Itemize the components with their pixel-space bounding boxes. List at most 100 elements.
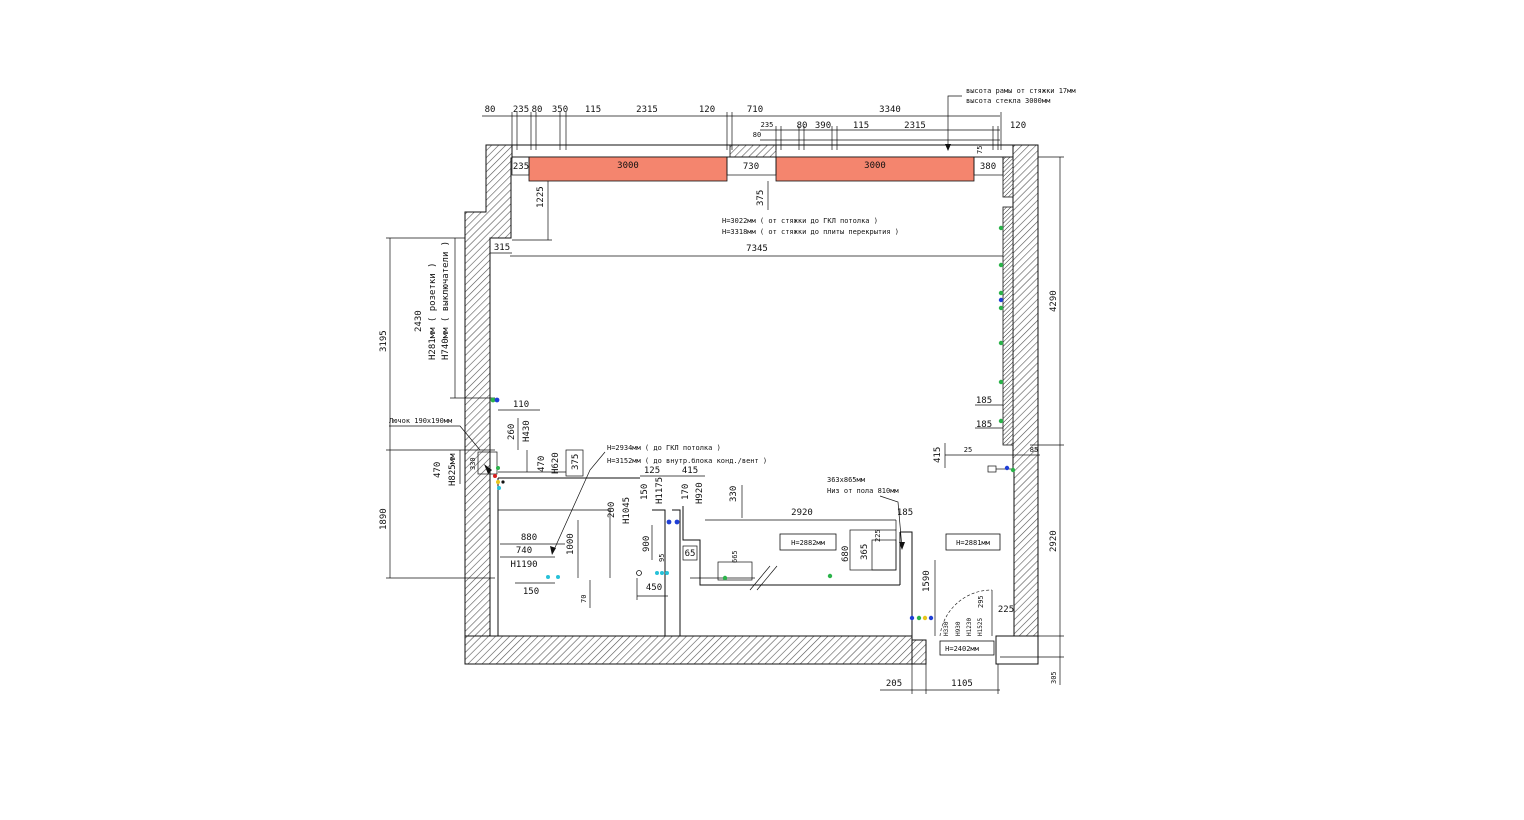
socket-dot <box>998 379 1004 385</box>
switch-dot <box>674 519 680 525</box>
dim-top-350: 350 <box>552 105 568 115</box>
window-right-label: 3000 <box>864 161 886 171</box>
dim-top2-115: 115 <box>853 121 869 131</box>
dim-365: 365 <box>860 544 870 560</box>
socket-dot <box>1010 467 1016 473</box>
dim-1590: 1590 <box>922 570 932 592</box>
dim-1000: 1000 <box>566 533 576 555</box>
interior-dimensions: 1225 375 H=3022мм ( от стяжки до ГКЛ пот… <box>379 156 1064 694</box>
dim-top3-730: 730 <box>743 162 759 172</box>
dim-top2-120: 120 <box>1010 121 1026 131</box>
top-dimensions: 80 235 80 350 115 2315 120 710 3340 235 … <box>482 87 1076 172</box>
dim-665: 665 <box>731 550 739 563</box>
dim-top-3340: 3340 <box>879 105 901 115</box>
socket-dot <box>916 615 922 621</box>
hatch-note: Лючок 190х190мм <box>389 417 453 425</box>
ceiling-note-2: H=3318мм ( от стяжки до плиты перекрытия… <box>722 228 899 236</box>
dim-top2-235: 235 <box>761 121 774 129</box>
dim-185c: 185 <box>897 508 913 518</box>
dim-top2-80a: 80 <box>753 131 761 139</box>
dim-295: 295 <box>977 595 985 608</box>
dim-H825: H825мм <box>448 453 458 486</box>
dim-225a: 225 <box>874 529 882 542</box>
dim-85: 85 <box>1030 446 1038 454</box>
height-box-2 <box>945 533 1001 551</box>
switch-dot <box>1004 465 1010 471</box>
dim-top-2315: 2315 <box>636 105 658 115</box>
electrical-points <box>484 225 1016 621</box>
pipe-point <box>546 575 550 579</box>
dim-1890: 1890 <box>379 508 389 530</box>
switch-dot <box>494 397 500 403</box>
dim-H330: H330 <box>943 621 950 636</box>
dim-450: 450 <box>646 583 662 593</box>
height-box-1-label: H=2882мм <box>791 539 826 547</box>
dim-top-80b: 80 <box>532 105 543 115</box>
yellow-point <box>922 615 928 621</box>
dim-95: 95 <box>658 554 666 562</box>
dim-H920: H920 <box>695 482 705 504</box>
ac-note-2: H=3152мм ( до внутр.блока конд./вент ) <box>607 457 767 465</box>
right-wall <box>1012 144 1039 637</box>
dim-H1525: H1525 <box>977 618 984 636</box>
dim-110: 110 <box>513 400 529 410</box>
dim-680: 680 <box>841 546 851 562</box>
dim-7345: 7345 <box>746 244 768 254</box>
red-point <box>493 474 497 478</box>
window-left-label: 3000 <box>617 161 639 171</box>
dim-260: 260 <box>507 424 517 440</box>
dim-H1230: H1230 <box>966 618 973 636</box>
left-wall-note-1: 2430 <box>414 310 424 332</box>
dim-205: 205 <box>886 679 902 689</box>
dim-top2-80b: 80 <box>797 121 808 131</box>
switch-dot <box>928 615 934 621</box>
dim-H620: H620 <box>551 452 561 474</box>
switch-dot <box>666 519 672 525</box>
yellow-point <box>496 480 500 484</box>
pipe-point <box>660 571 664 575</box>
dim-top-115: 115 <box>585 105 601 115</box>
dim-415a: 415 <box>933 447 943 463</box>
right-wall-pier <box>1002 156 1014 198</box>
dim-305: 305 <box>1050 671 1058 684</box>
dim-185b: 185 <box>976 420 992 430</box>
dim-330a: 330 <box>469 457 477 470</box>
socket-dot <box>827 573 833 579</box>
height-box-2-label: H=2881мм <box>956 539 991 547</box>
dim-1105: 1105 <box>951 679 973 689</box>
dim-315: 315 <box>494 243 510 253</box>
dim-170: 170 <box>681 484 691 500</box>
socket-dot <box>998 418 1004 424</box>
dim-H1045: H1045 <box>622 497 632 524</box>
frame-height-note-2: высота стекла 3000мм <box>966 97 1051 105</box>
walls <box>464 144 1039 665</box>
dim-200: 200 <box>607 502 617 518</box>
socket-dot <box>998 262 1004 268</box>
height-box-1 <box>779 533 837 551</box>
dim-top3-235: 235 <box>513 162 529 172</box>
dim-2920: 2920 <box>791 508 813 518</box>
socket-dot <box>998 225 1004 231</box>
socket-dot <box>722 575 728 581</box>
dim-65: 65 <box>685 549 696 559</box>
dim-375: 375 <box>756 190 766 206</box>
socket-dot <box>490 397 496 403</box>
windows: 3000 3000 <box>511 156 1004 182</box>
socket-dot <box>998 305 1004 311</box>
pipe-point <box>655 571 659 575</box>
dim-225b: 225 <box>998 605 1014 615</box>
dim-25: 25 <box>964 446 972 454</box>
drain-symbol <box>636 570 642 576</box>
dim-150a: 150 <box>640 484 650 500</box>
dim-H1190: H1190 <box>510 560 537 570</box>
bottom-wall-right <box>995 635 1039 665</box>
socket-dot <box>998 290 1004 296</box>
pipe-point <box>497 486 501 490</box>
dim-330b: 330 <box>729 486 739 502</box>
dim-900: 900 <box>642 536 652 552</box>
pipe-point <box>665 571 669 575</box>
dim-740: 740 <box>516 546 532 556</box>
dim-top3-380: 380 <box>980 162 996 172</box>
